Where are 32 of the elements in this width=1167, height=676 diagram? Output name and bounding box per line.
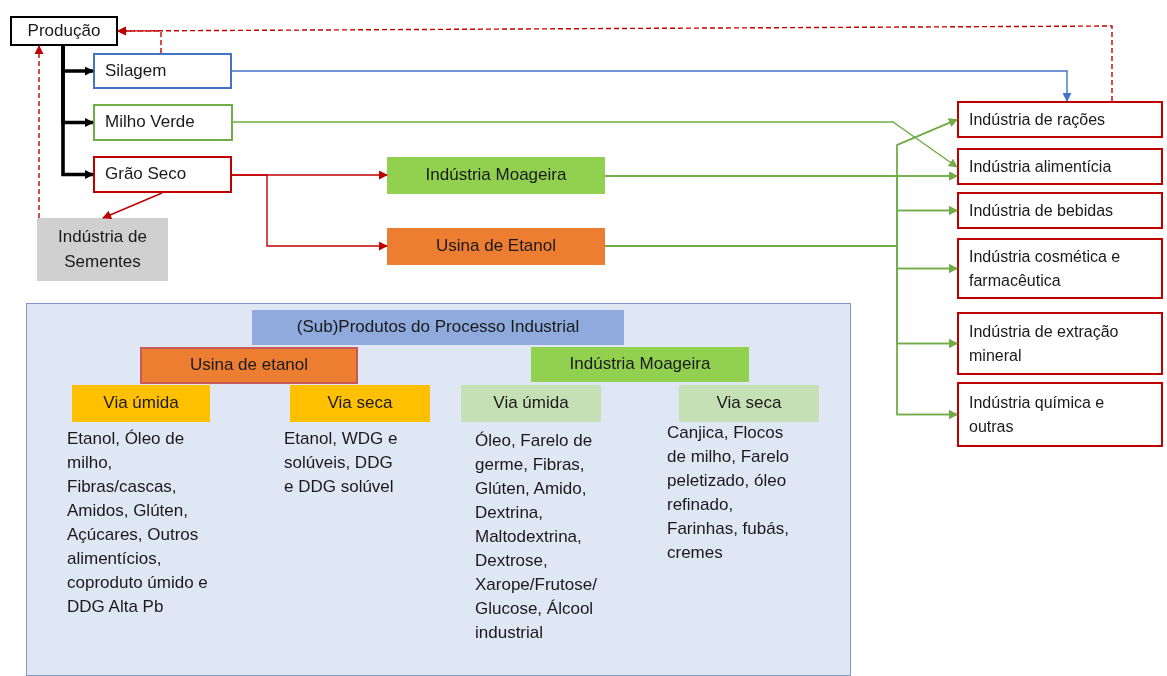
- process-box: Indústria de bebidas: [957, 192, 1163, 229]
- process-box: Produção: [10, 16, 118, 46]
- panel-background: [26, 303, 851, 676]
- process-box: Usina de Etanol: [387, 228, 605, 265]
- arrow: [117, 25, 1113, 102]
- process-box: Via úmida: [72, 385, 210, 422]
- product-list-text: Canjica, Flocos de milho, Farelo peletizado, óleo refinado, Farinhas, fubás, cremes: [667, 422, 790, 564]
- process-box: Indústria de rações: [957, 101, 1163, 138]
- process-box: Silagem: [93, 53, 232, 89]
- arrow: [231, 174, 388, 251]
- arrow: [102, 192, 163, 219]
- process-box: (Sub)Produtos do Processo Industrial: [252, 310, 624, 345]
- process-box: Indústria Moageira: [387, 157, 605, 194]
- process-box: Milho Verde: [93, 104, 233, 141]
- product-list-text: Óleo, Farelo de germe, Fibras, Glúten, Amido, Dextrina, Maltodextrina, Dextrose, Xarope/Frutose/ Glucose, Álcool industrial: [475, 430, 598, 644]
- arrow: [34, 45, 44, 219]
- process-box: Grão Seco: [93, 156, 232, 193]
- process-box: Indústria Moageira: [531, 347, 749, 382]
- product-list-text: Etanol, WDG e solúveis, DDG e DDG solúvel: [284, 428, 399, 498]
- process-box: Via seca: [290, 385, 430, 422]
- process-box: Indústria química e outras: [957, 382, 1163, 447]
- product-list-text: Etanol, Óleo de milho, Fibras/cascas, Amidos, Glúten, Açúcares, Outros alimentícios, coproduto úmido e DDG Alta Pb: [67, 428, 209, 618]
- process-box: Via seca: [679, 385, 819, 422]
- process-box: Indústria cosmética e farmacêutica: [957, 238, 1163, 299]
- process-box: Usina de etanol: [140, 347, 358, 384]
- process-box: Indústria de Sementes: [37, 218, 168, 281]
- process-box: Indústria de extração mineral: [957, 312, 1163, 375]
- process-box: Via úmida: [461, 385, 601, 422]
- arrow: [61, 46, 94, 179]
- arrow: [232, 121, 958, 168]
- arrow: [231, 70, 1072, 102]
- process-box: Indústria alimentícia: [957, 148, 1163, 185]
